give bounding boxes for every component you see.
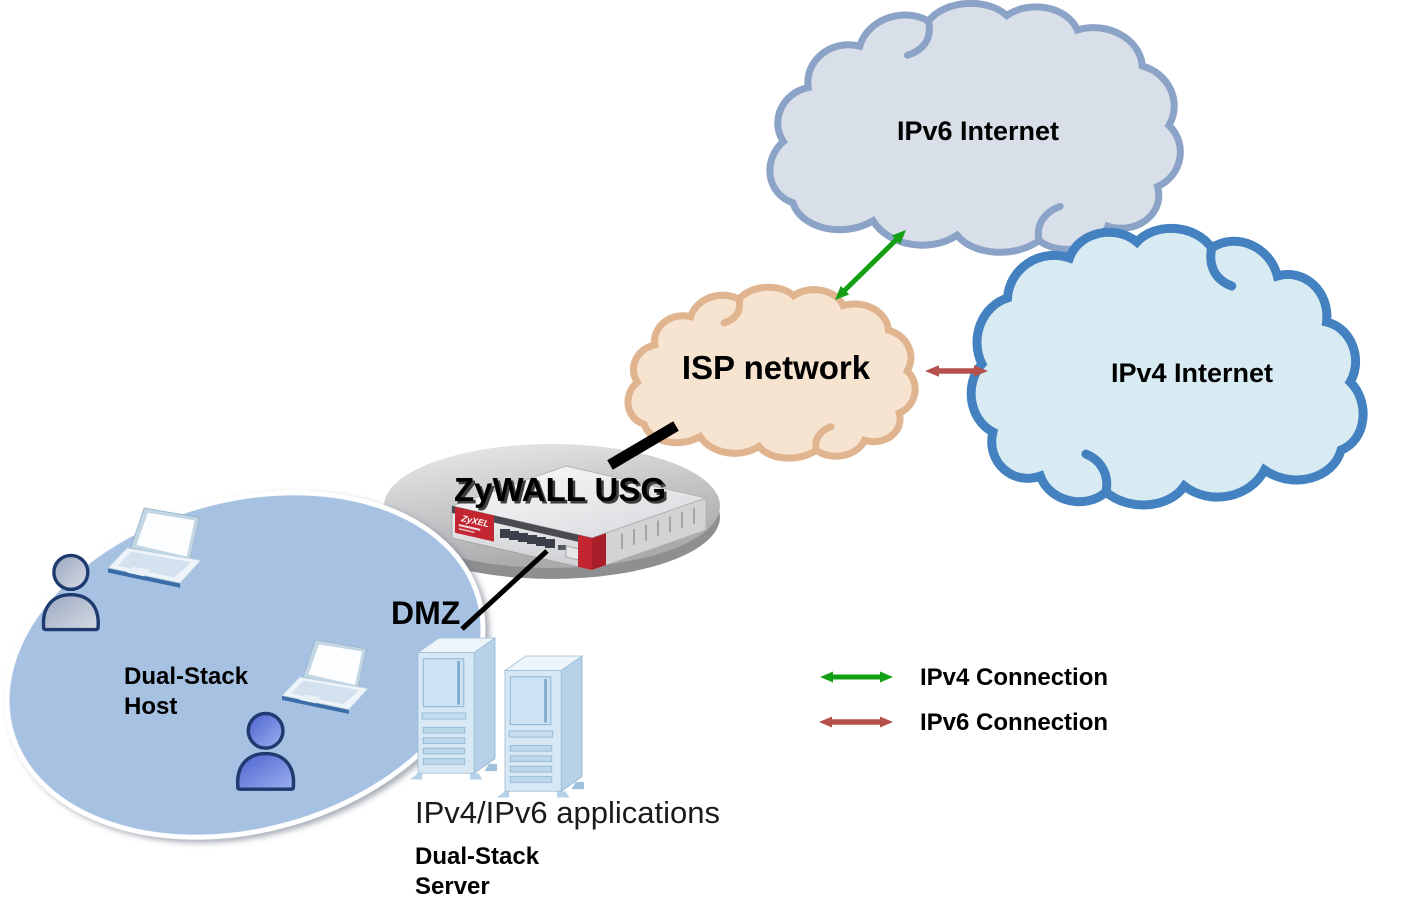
zywall-device: ZyXEL ZyWALL USG ZyWALL USG: [450, 465, 708, 571]
dmz-servers: [408, 636, 586, 799]
device-brand-label: ZyXEL: [455, 506, 494, 542]
device-ethernet-ports: [500, 529, 555, 548]
link-isp-to-ipv6: [835, 230, 906, 300]
cloud-ipv6-label: IPv6 Internet: [897, 116, 1059, 146]
legend-ipv6-arrow: [819, 716, 893, 728]
device-label: ZyWALL USG: [454, 471, 666, 508]
cloud-ipv4-label: IPv4 Internet: [1111, 358, 1273, 388]
device-end-cap-side: [592, 533, 606, 570]
link-isp-to-ipv4: [925, 365, 988, 377]
dmz-label: DMZ: [391, 595, 460, 631]
dmz-link-line: [460, 549, 549, 631]
legend: IPv4 Connection IPv6 Connection: [819, 664, 1108, 736]
legend-ipv4-label: IPv4 Connection: [920, 664, 1108, 691]
cloud-isp-label: ISP network: [682, 349, 871, 386]
applications-caption: IPv4/IPv6 applications: [415, 795, 720, 830]
server-label-line2: Server: [415, 873, 490, 900]
legend-ipv6-label: IPv6 Connection: [920, 709, 1108, 736]
wan-link-line: [607, 421, 679, 470]
cloud-ipv4-internet: IPv4 Internet: [971, 228, 1363, 505]
device-console-port: [558, 545, 566, 550]
host-zone-label-line1: Dual-Stack: [124, 663, 249, 690]
device-label-shadow: ZyWALL USG: [456, 474, 668, 511]
server-icon: [495, 654, 586, 799]
legend-ipv4-arrow: [820, 671, 893, 683]
device-end-cap: [578, 534, 592, 570]
cloud-ipv6-internet: IPv6 Internet: [770, 3, 1180, 252]
host-zone: Dual-Stack Host: [4, 490, 486, 840]
server-label-line1: Dual-Stack: [415, 843, 540, 870]
host-zone-label-line2: Host: [124, 693, 177, 720]
device-side-vents: [621, 508, 695, 549]
cloud-isp-network: ISP network: [628, 287, 915, 458]
server-icon: [408, 636, 499, 781]
host-zone-ellipse: [4, 490, 486, 840]
